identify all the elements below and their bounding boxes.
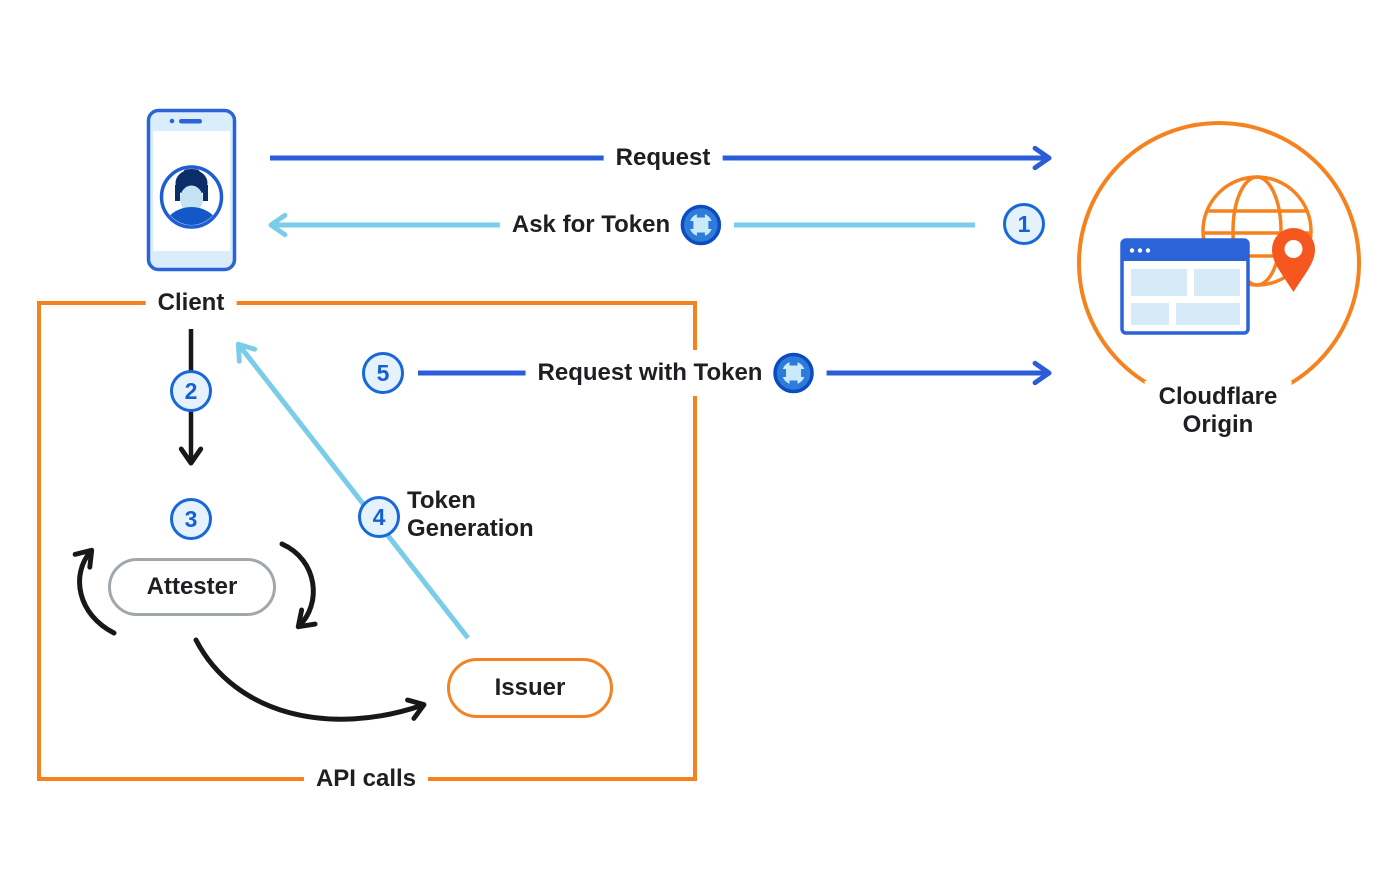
step-number: 1	[1017, 210, 1031, 237]
cloudflare-origin-label-line1: Cloudflare	[1158, 383, 1278, 410]
step-number: 2	[184, 377, 198, 404]
client-label: Client	[145, 287, 237, 319]
issuer-node: Issuer	[447, 658, 613, 718]
phone-camera-dot	[169, 118, 175, 124]
ask-for-token-edge-label: Ask for Token	[499, 202, 735, 248]
token-generation-label-line1: Token	[407, 487, 476, 514]
token-icon	[680, 204, 722, 246]
step-badge-2: 2	[170, 370, 212, 412]
phone-speaker-bar	[179, 119, 202, 124]
api-calls-label: API calls	[303, 763, 429, 795]
location-pin-icon	[1272, 228, 1315, 292]
attester-node: Attester	[108, 558, 276, 616]
request-with-token-edge-label: Request with Token	[525, 350, 827, 396]
attester-loop-right-arrow	[279, 541, 318, 630]
request-with-token-text: Request with Token	[537, 358, 763, 386]
step-number: 5	[376, 359, 390, 386]
step-badge-1: 1	[1003, 203, 1045, 245]
step-badge-4: 4	[358, 496, 400, 538]
ask-for-token-text: Ask for Token	[511, 210, 671, 238]
token-icon	[773, 352, 814, 394]
user-avatar-icon	[159, 165, 224, 229]
step-badge-3: 3	[170, 498, 212, 540]
token-generation-label-line2: Generation	[407, 515, 534, 542]
step-number: 3	[184, 505, 198, 532]
token-generation-arrow	[235, 341, 470, 640]
step-number: 4	[372, 503, 386, 530]
token-generation-label: Token Generation	[407, 487, 534, 543]
attester-to-issuer-arrow	[193, 637, 427, 722]
step-badge-5: 5	[362, 352, 404, 394]
cloudflare-origin-label: Cloudflare Origin	[1144, 381, 1292, 441]
cloudflare-origin-label-line2: Origin	[1182, 411, 1254, 438]
attester-loop-left-arrow	[72, 547, 117, 636]
browser-window-icon	[1120, 238, 1250, 335]
phone-icon	[146, 108, 237, 272]
request-edge-label: Request	[603, 142, 723, 174]
cloudflare-origin-icon	[1077, 121, 1361, 405]
